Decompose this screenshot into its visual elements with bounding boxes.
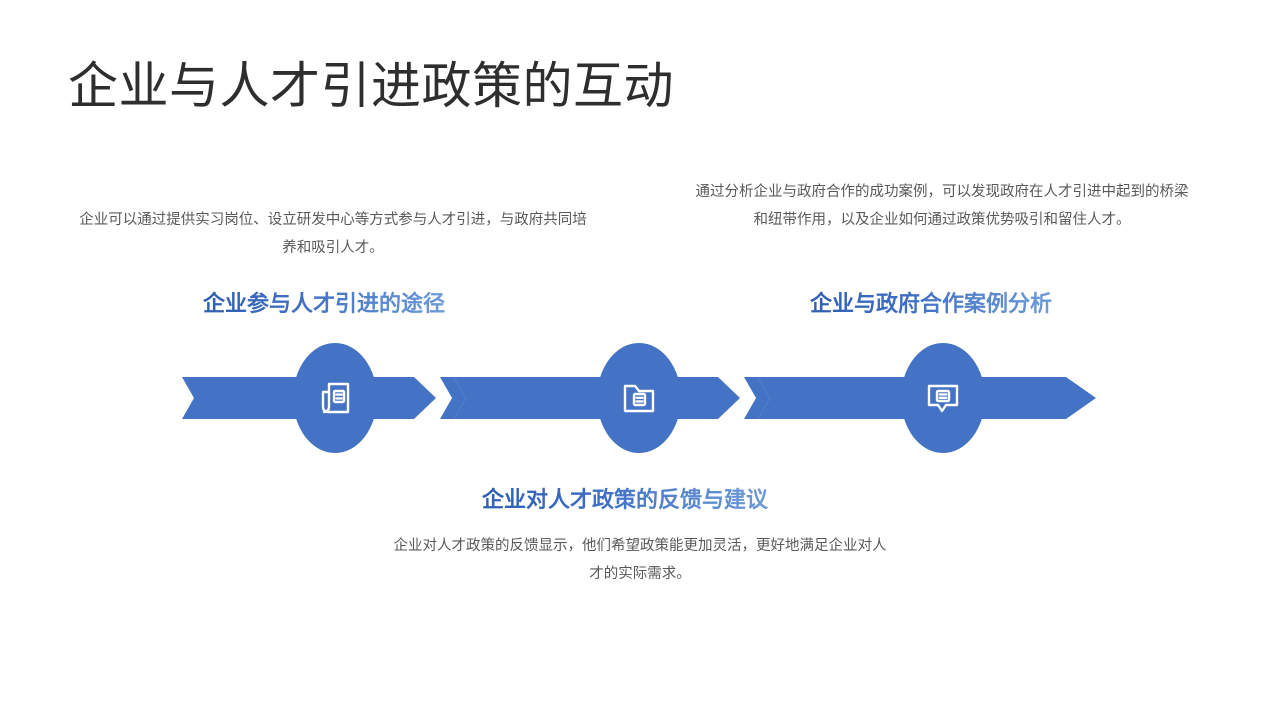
process-node-1[interactable] — [293, 343, 377, 453]
speech-bubble-icon — [925, 381, 961, 415]
arrow-segment-2-bar — [454, 377, 622, 419]
folder-icon — [621, 381, 657, 415]
left-section-heading: 企业参与人才引进的途径 — [203, 286, 445, 318]
process-node-3[interactable] — [901, 343, 985, 453]
newspaper-icon — [318, 380, 352, 416]
left-section-description: 企业可以通过提供实习岗位、设立研发中心等方式参与人才引进，与政府共同培养和吸引人… — [79, 212, 587, 256]
process-chain — [0, 330, 1280, 465]
right-section-description: 通过分析企业与政府合作的成功案例，可以发现政府在人才引进中起到的桥梁和纽带作用，… — [695, 184, 1189, 228]
arrow-segment-3-bar — [758, 377, 926, 419]
page-title: 企业与人才引进政策的互动 — [68, 58, 674, 114]
bottom-section-heading: 企业对人才政策的反馈与建议 — [482, 482, 768, 514]
bottom-section-description: 企业对人才政策的反馈显示，他们希望政策能更加灵活，更好地满足企业对人才的实际需求… — [393, 538, 887, 582]
right-section-heading: 企业与政府合作案例分析 — [810, 286, 1052, 318]
process-node-2[interactable] — [597, 343, 681, 453]
